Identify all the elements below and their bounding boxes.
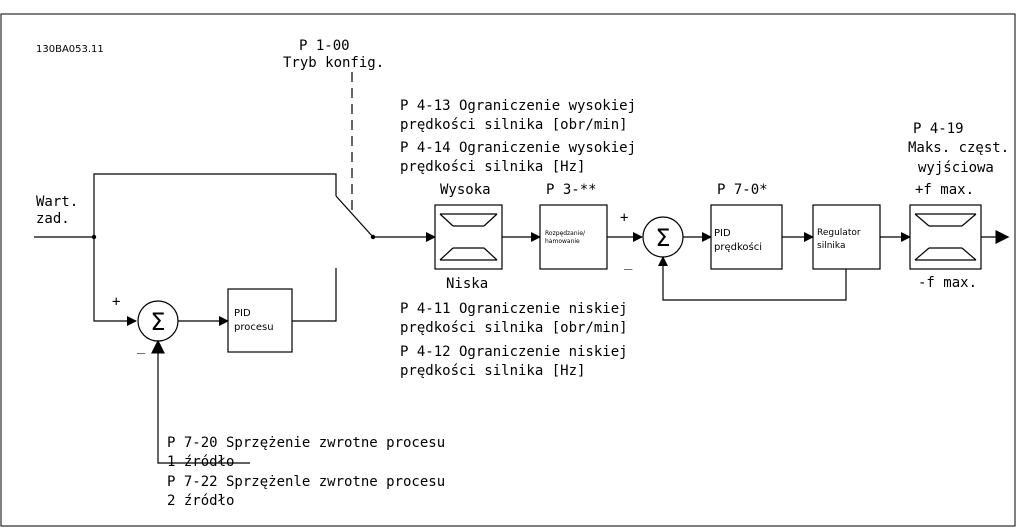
process-sum-plus: + — [112, 294, 120, 310]
speed-sum-minus: _ — [624, 254, 633, 270]
ramp-block — [539, 204, 608, 270]
speed-sum-symbol: Σ — [655, 224, 670, 252]
ramp-param-label: P 3-** — [546, 182, 597, 198]
process-branch-wire — [93, 237, 137, 326]
p4-14-label-line1: P 4-14 Ograniczenie wysokiej — [400, 140, 636, 156]
limiter-low-label: Niska — [446, 276, 488, 292]
process-sum-symbol: Σ — [150, 308, 165, 336]
speed-pid-block — [710, 204, 783, 270]
motor-controller-label-line1: Regulator — [817, 228, 861, 238]
switch-blade — [335, 195, 374, 238]
process-pid-output-wire — [292, 268, 337, 322]
p7-20-label-line1: P 7-20 Sprzężenie zwrotne procesu — [167, 435, 445, 451]
p4-11-label-line2: prędkości silnika [obr/min] — [400, 320, 628, 336]
motor-controller-label-line2: silnika — [817, 241, 845, 251]
ramp-label-line2: hamowanie — [545, 238, 580, 245]
open-loop-wire — [93, 173, 337, 237]
freq-min-label: -f max. — [918, 275, 977, 291]
motor-controller-block — [812, 204, 881, 270]
speed-pid-label-line2: prędkości — [714, 241, 762, 253]
speed-pid-label-line1: PID — [714, 228, 731, 239]
input-label-line1: Wart. — [36, 194, 78, 210]
freq-max-label: +f max. — [915, 182, 974, 198]
p7-22-label-line2: 2 źródło — [167, 493, 234, 509]
p7-22-label-line1: P 7-22 Sprzężenle zwrotne procesu — [167, 474, 445, 490]
speed-feedback-wire — [658, 256, 847, 301]
speed-pid-param-label: P 7-0* — [717, 182, 768, 198]
limiter-high-label: Wysoka — [440, 182, 491, 198]
p1-00-sublabel: Tryb konfig. — [283, 55, 384, 71]
p4-11-label-line1: P 4-11 Ograniczenie niskiej — [400, 301, 628, 317]
process-pid-label-line2: procesu — [234, 322, 274, 333]
p4-14-label-line2: prędkości silnika [Hz] — [400, 159, 585, 175]
p4-19-label: P 4-19 — [913, 121, 964, 137]
figure-code: 130BA053.11 — [36, 44, 104, 55]
speed-sum-plus: + — [620, 210, 628, 226]
diagram-frame — [0, 13, 1016, 527]
p4-19-sublabel-2: wyjściowa — [918, 160, 994, 176]
process-pid-block — [227, 288, 293, 353]
p4-19-sublabel-1: Maks. częst. — [908, 140, 1009, 156]
p4-12-label-line1: P 4-12 Ograniczenie niskiej — [400, 344, 628, 360]
p1-00-label: P 1-00 — [299, 38, 350, 54]
freq-limiter-block — [909, 204, 982, 270]
process-feedback-wire — [151, 339, 250, 464]
p4-13-label-line1: P 4-13 Ograniczenie wysokiej — [400, 98, 636, 114]
p4-12-label-line2: prędkości silnika [Hz] — [400, 363, 585, 379]
p4-13-label-line2: prędkości silnika [obr/min] — [400, 117, 628, 133]
speed-limiter-block — [434, 204, 503, 270]
process-pid-label-line1: PID — [234, 308, 251, 319]
ramp-label-line1: Rozpędzanie/ — [545, 230, 586, 237]
input-label-line2: zad. — [36, 211, 70, 227]
process-sum-minus: _ — [137, 338, 146, 354]
p7-20-label-line2: 1 źródło — [167, 454, 234, 470]
